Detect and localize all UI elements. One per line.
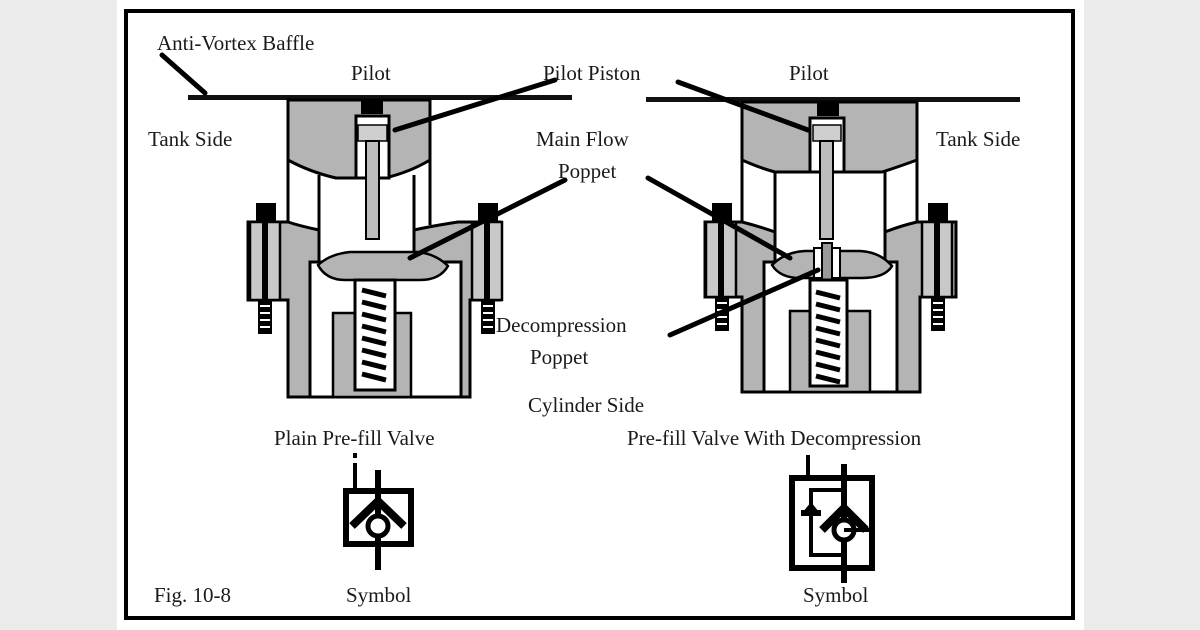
label-decompression-poppet-1: Decompression	[496, 313, 627, 337]
symbol-label-right: Symbol	[803, 583, 869, 607]
pilot-port-left	[361, 100, 383, 114]
label-tank-side-left: Tank Side	[148, 127, 232, 151]
label-pilot-right: Pilot	[789, 61, 829, 85]
spring-left	[361, 287, 387, 383]
figure-page: Anti-Vortex Baffle Pilot Pilot Piston Pi…	[117, 0, 1084, 630]
decompression-prefill-symbol-icon	[789, 455, 875, 583]
plain-prefill-valve-section	[188, 95, 572, 399]
symbol-label-left: Symbol	[346, 583, 412, 607]
pilot-port-right	[817, 102, 839, 116]
anti-vortex-baffle-right	[646, 97, 1020, 102]
pilot-piston-left	[357, 124, 388, 142]
label-decompression-poppet-2: Poppet	[530, 345, 589, 369]
leader-pilot-piston-left	[392, 77, 558, 133]
spring-right	[815, 289, 841, 385]
bolt-right-b	[920, 203, 954, 331]
label-main-flow-poppet-2: Poppet	[558, 159, 617, 183]
label-pilot-left: Pilot	[351, 61, 391, 85]
label-tank-side-right: Tank Side	[936, 127, 1020, 151]
leader-decompression-poppet	[667, 267, 821, 338]
title-plain-prefill-valve: Plain Pre-fill Valve	[274, 426, 435, 450]
leader-main-poppet-left	[407, 177, 568, 261]
decompression-prefill-valve-section	[646, 97, 1020, 394]
leader-anti-vortex-baffle	[159, 52, 208, 96]
label-cylinder-side: Cylinder Side	[528, 393, 644, 417]
frame-shadow-right	[1071, 11, 1075, 620]
main-poppet-left	[316, 250, 450, 282]
title-prefill-valve-decompression: Pre-fill Valve With Decompression	[627, 426, 922, 450]
pilot-piston-right	[812, 124, 842, 142]
label-anti-vortex-baffle: Anti-Vortex Baffle	[157, 31, 314, 55]
anti-vortex-baffle-left	[188, 95, 572, 100]
pilot-rod-left	[365, 140, 380, 240]
pilot-rod-right	[819, 140, 834, 240]
leader-main-poppet-right	[645, 175, 793, 261]
spring-housing-left	[353, 278, 397, 392]
prefill-valve-diagram: Anti-Vortex Baffle Pilot Pilot Piston Pi…	[124, 9, 1075, 620]
bolt-left-a	[248, 203, 282, 334]
label-pilot-piston: Pilot Piston	[543, 61, 641, 85]
leader-pilot-piston-right	[675, 79, 811, 133]
label-main-flow-poppet-1: Main Flow	[536, 127, 630, 151]
frame-shadow-bottom	[126, 616, 1075, 620]
plain-prefill-symbol-icon	[343, 453, 414, 570]
figure-number: Fig. 10-8	[154, 583, 231, 607]
